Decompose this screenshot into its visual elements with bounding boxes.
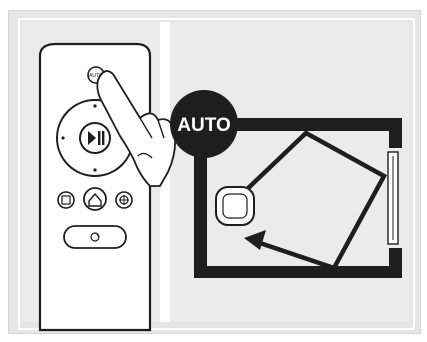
edge-clean-button[interactable] — [57, 191, 75, 209]
frame-border — [18, 18, 415, 330]
rotate-button[interactable] — [63, 225, 127, 249]
room-diagram — [194, 118, 402, 278]
robot-vacuum-icon — [215, 186, 255, 226]
auto-mode-label: AUTO — [177, 115, 230, 136]
auto-button-label: AUTO — [89, 73, 103, 79]
dpad-down-dot — [93, 168, 97, 172]
door — [387, 151, 399, 245]
room-wall-left — [194, 118, 207, 278]
dpad-left-dot — [61, 136, 65, 140]
spot-clean-button[interactable] — [115, 191, 133, 209]
home-button[interactable] — [83, 187, 107, 211]
home-icon — [88, 192, 102, 207]
edge-clean-icon — [61, 195, 71, 205]
room-wall-right-lower — [389, 248, 402, 278]
play-pause-button[interactable] — [79, 122, 111, 154]
remote-control: AUTO — [38, 42, 152, 332]
rotate-icon — [90, 232, 100, 242]
arrow-icon — [244, 230, 266, 250]
room-wall-bottom — [194, 266, 402, 278]
spot-clean-icon — [119, 195, 129, 205]
hand-icon — [96, 70, 177, 187]
room-wall-top — [194, 118, 402, 131]
room-wall-right-upper — [389, 118, 402, 148]
cleaning-path — [240, 130, 388, 271]
dpad-up-dot — [93, 104, 97, 108]
auto-mode-badge: AUTO — [170, 90, 238, 158]
play-pause-icon — [88, 131, 105, 145]
